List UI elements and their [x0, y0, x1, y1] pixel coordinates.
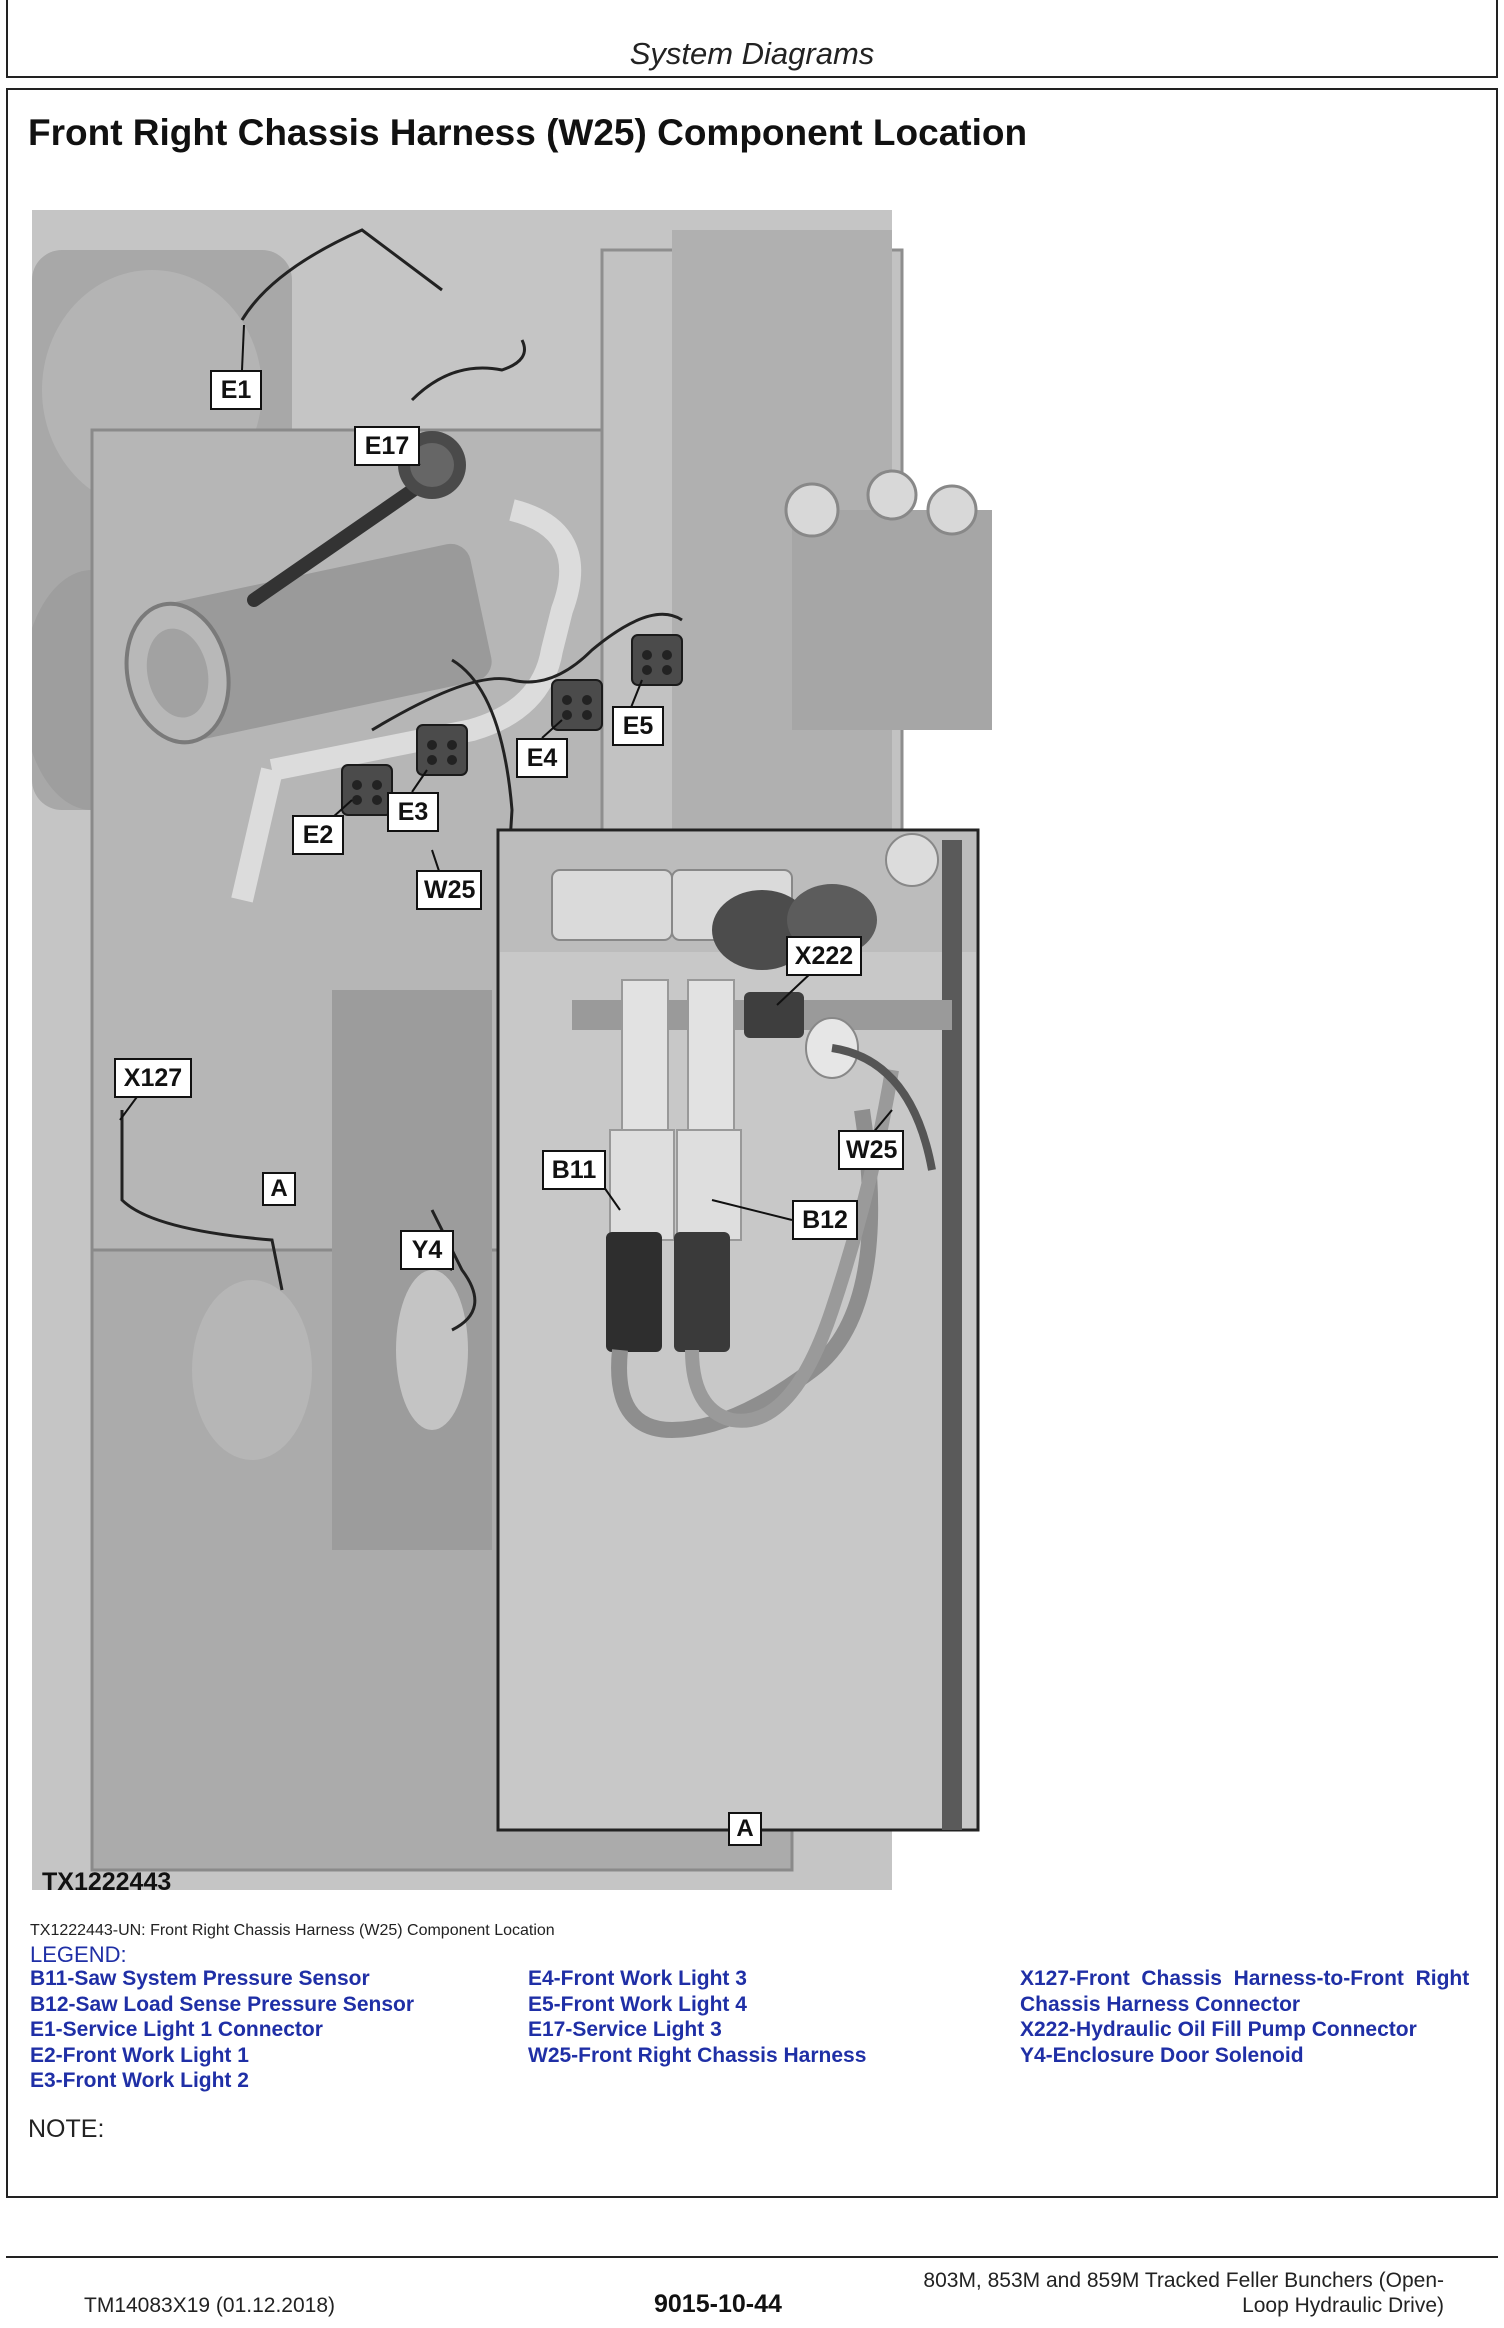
callout-e5: E5 — [612, 706, 664, 746]
callout-a-inset: A — [728, 1812, 762, 1846]
legend-item: X127-Front Chassis Harness-to-Front Righ… — [1020, 1967, 1470, 1990]
callout-e4: E4 — [516, 738, 568, 778]
figure-id: TX1222443 — [42, 1868, 172, 1896]
callout-e1: E1 — [210, 370, 262, 410]
legend-item: E2-Front Work Light 1 — [30, 2043, 249, 2067]
callout-y4: Y4 — [400, 1230, 454, 1270]
legend-item: E5-Front Work Light 4 — [528, 1992, 747, 2016]
callout-x222: X222 — [786, 936, 862, 976]
figure-caption: TX1222443-UN: Front Right Chassis Harnes… — [30, 1922, 555, 1939]
legend-column-2: E4-Front Work Light 3 E5-Front Work Ligh… — [528, 1966, 866, 2068]
component-location-figure: E1 E17 E2 E3 E4 E5 W25 X127 Y4 A X222 W2… — [32, 210, 1452, 2000]
callout-e2: E2 — [292, 815, 344, 855]
machine-illustration — [32, 210, 992, 1890]
legend-title: LEGEND: — [30, 1942, 127, 1967]
legend-item: B11-Saw System Pressure Sensor — [30, 1967, 370, 1990]
footer-model-line-2: Loop Hydraulic Drive) — [1242, 2294, 1444, 2317]
callout-x127: X127 — [114, 1058, 192, 1098]
footer-model: 803M, 853M and 859M Tracked Feller Bunch… — [884, 2268, 1444, 2318]
legend-item: B12-Saw Load Sense Pressure Sensor — [30, 1992, 414, 2016]
callout-w25-inset: W25 — [838, 1130, 904, 1170]
footer-doc-number: TM14083X19 (01.12.2018) — [84, 2294, 336, 2317]
legend-item: E1-Service Light 1 Connector — [30, 2018, 323, 2041]
legend-item: X222-Hydraulic Oil Fill Pump Connector — [1020, 2018, 1417, 2041]
callout-e3: E3 — [387, 792, 439, 832]
header-title: System Diagrams — [629, 36, 875, 71]
legend-item: E4-Front Work Light 3 — [528, 1967, 747, 1990]
legend-item: W25-Front Right Chassis Harness — [528, 2043, 867, 2067]
legend-item: Chassis Harness Connector — [1020, 1992, 1301, 2016]
footer-page-number: 9015-10-44 — [654, 2290, 782, 2318]
footer-model-line-1: 803M, 853M and 859M Tracked Feller Bunch… — [923, 2269, 1444, 2292]
callout-a-main: A — [262, 1172, 296, 1206]
legend-column-3: X127-Front Chassis Harness-to-Front Righ… — [1020, 1966, 1469, 2068]
legend-item: E17-Service Light 3 — [528, 2018, 722, 2041]
callout-b12: B12 — [792, 1200, 858, 1240]
callout-w25: W25 — [416, 870, 482, 910]
callout-b11: B11 — [542, 1150, 606, 1190]
callout-e17: E17 — [354, 426, 420, 466]
legend-item: E3-Front Work Light 2 — [30, 2069, 249, 2092]
page-header: System Diagrams — [6, 0, 1498, 78]
content-frame: Front Right Chassis Harness (W25) Compon… — [6, 88, 1498, 2198]
footer-rule — [6, 2256, 1498, 2258]
section-title: Front Right Chassis Harness (W25) Compon… — [28, 112, 1028, 153]
legend-column-1: B11-Saw System Pressure Sensor B12-Saw L… — [30, 1966, 414, 2094]
note-label: NOTE: — [28, 2115, 105, 2143]
legend-item: Y4-Enclosure Door Solenoid — [1020, 2043, 1304, 2067]
